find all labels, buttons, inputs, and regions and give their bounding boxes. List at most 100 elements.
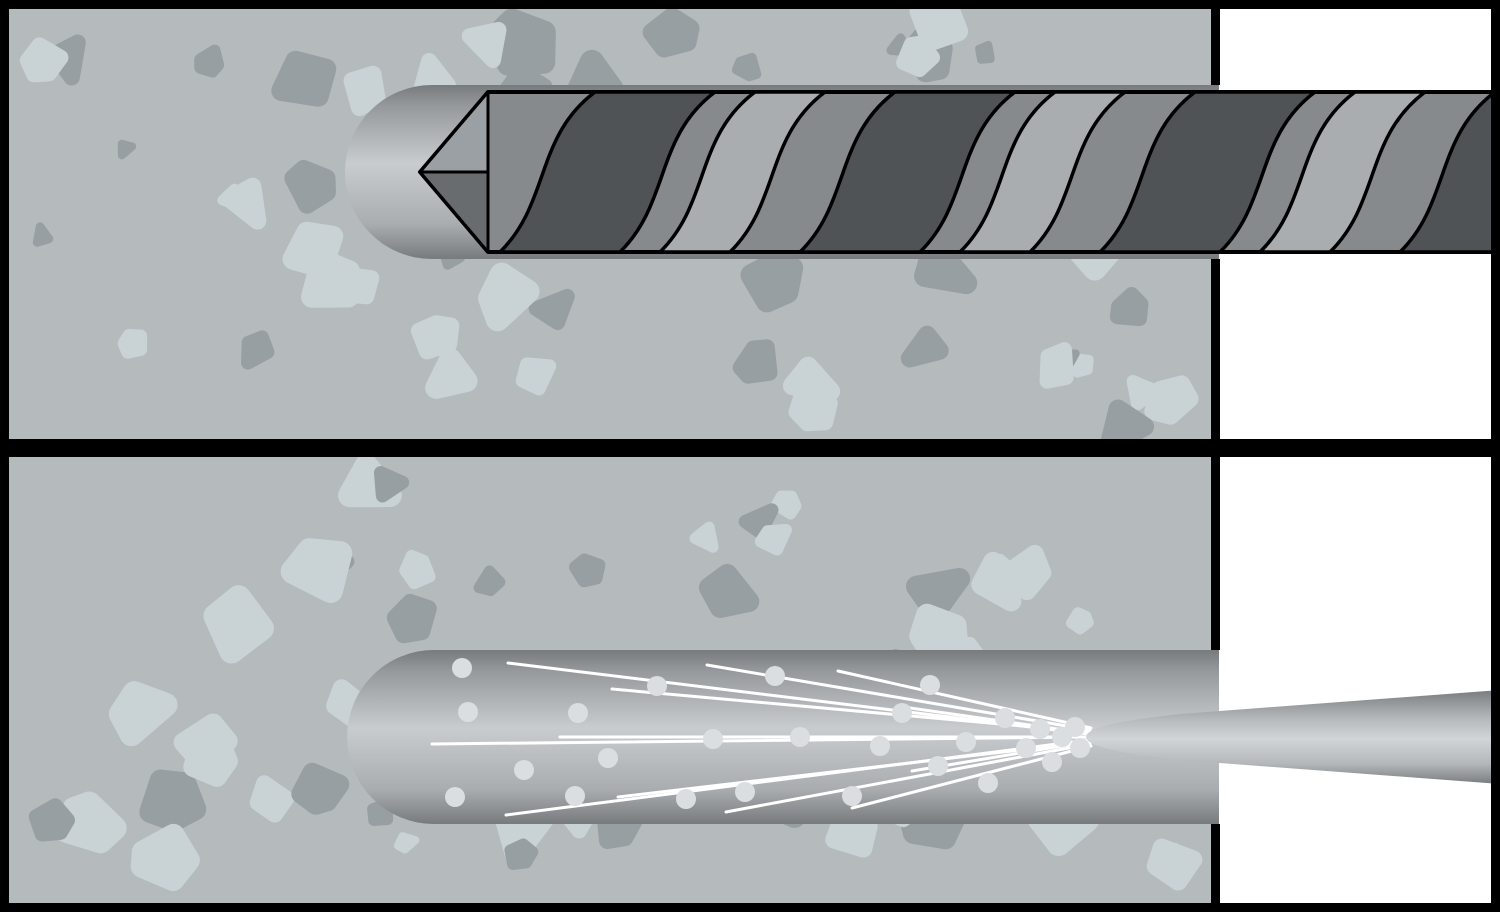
aggregate-speckle	[900, 325, 949, 368]
aggregate-speckle	[338, 266, 380, 305]
dust-particle	[703, 729, 723, 749]
dust-particle	[956, 732, 976, 752]
dust-particle	[445, 787, 465, 807]
concrete-edge-line	[1211, 9, 1220, 85]
panel-border	[0, 0, 1500, 448]
aggregate-speckle	[54, 791, 127, 854]
aggregate-speckle	[194, 44, 225, 78]
drill-flute	[1255, 92, 1431, 252]
dust-particle	[870, 736, 890, 756]
aggregate-speckle	[139, 769, 207, 832]
drill-tip-facet-lower	[418, 170, 490, 254]
aggregate-speckle	[905, 567, 971, 624]
aggregate-speckle	[1065, 607, 1094, 635]
aggregate-speckle	[410, 315, 460, 360]
drill-bit	[418, 90, 1500, 254]
dust-particle	[676, 789, 696, 809]
aggregate-speckle	[217, 183, 242, 211]
aggregate-speckle	[425, 348, 478, 399]
aggregate-speckle	[568, 553, 606, 588]
aggregate-speckle	[487, 9, 556, 76]
aggregate-speckle	[32, 222, 54, 247]
aggregate-speckle	[975, 40, 995, 64]
aggregate-speckle	[249, 775, 295, 823]
drill-bit-flutes	[495, 92, 1500, 252]
drill-flute	[1395, 92, 1500, 252]
dust-particle	[458, 702, 478, 722]
dust-particle	[1070, 738, 1090, 758]
drill-flute	[495, 92, 721, 252]
aggregate-speckle	[19, 37, 69, 83]
aggregate-speckle	[393, 832, 420, 854]
aggregate-speckle	[698, 563, 760, 618]
dust-particle	[790, 727, 810, 747]
aggregate-speckle	[732, 339, 778, 384]
panel-border	[0, 448, 1500, 912]
aggregate-speckle	[1146, 838, 1203, 891]
concrete-edge-line	[1211, 259, 1220, 440]
dust-particle	[452, 658, 472, 678]
aggregate-speckle	[386, 594, 437, 644]
aggregate-speckle	[740, 252, 804, 313]
dust-particle	[598, 748, 618, 768]
aggregate-speckle	[108, 681, 178, 747]
aggregate-speckle	[28, 798, 76, 842]
aggregate-speckle	[473, 565, 506, 597]
dust-particle	[1042, 752, 1062, 772]
aggregate-speckle	[515, 357, 557, 396]
aggregate-speckle	[399, 549, 436, 590]
air-spray-line	[616, 740, 1091, 799]
aggregate-speckle	[902, 39, 926, 62]
aggregate-speckle	[1144, 375, 1199, 425]
drill-flute	[655, 92, 831, 252]
aggregate-speckle	[343, 65, 386, 117]
drill-flute	[955, 92, 1131, 252]
drill-flute	[1095, 92, 1321, 252]
aggregate-speckle	[241, 330, 275, 370]
aggregate-speckle	[788, 388, 838, 432]
aggregate-speckle	[284, 159, 336, 214]
dust-particle	[920, 675, 940, 695]
concrete-edge-line	[1211, 824, 1220, 903]
aggregate-speckle	[271, 50, 337, 107]
aggregate-speckle	[1126, 374, 1162, 411]
aggregate-speckle	[909, 9, 969, 51]
dust-particle	[765, 666, 785, 686]
aggregate-speckle	[373, 466, 410, 503]
aggregate-speckle	[504, 838, 539, 871]
aggregate-speckle	[738, 503, 779, 540]
dust-particle	[735, 782, 755, 802]
aggregate-speckle	[291, 762, 350, 815]
dust-particle	[995, 708, 1015, 728]
aggregate-speckle	[221, 177, 267, 230]
dust-particle	[892, 703, 912, 723]
air-nozzle	[1086, 690, 1500, 784]
aggregate-speckle	[971, 551, 1022, 612]
aggregate-speckle	[782, 356, 841, 401]
dust-particle	[978, 773, 998, 793]
aggregate-speckle	[461, 21, 507, 69]
aggregate-speckle	[478, 262, 540, 332]
aggregate-speckle	[770, 490, 802, 520]
panel-drilling	[0, 0, 1500, 448]
dust-particle	[1016, 738, 1036, 758]
panel-cleaning	[0, 448, 1500, 912]
aggregate-speckle	[731, 52, 762, 82]
drill-flute	[795, 92, 1021, 252]
aggregate-speckle	[183, 724, 238, 787]
dust-particle	[928, 756, 948, 776]
dust-particle	[1030, 719, 1050, 739]
dust-particle	[565, 786, 585, 806]
aggregate-speckle	[203, 585, 274, 664]
aggregate-speckle	[280, 538, 353, 603]
aggregate-speckle	[1003, 544, 1052, 601]
aggregate-speckle	[130, 823, 200, 892]
concrete-edge-line	[1211, 457, 1220, 650]
aggregate-speckle	[754, 523, 792, 556]
dust-particle	[1065, 717, 1085, 737]
aggregate-speckle	[117, 328, 148, 359]
aggregate-speckle	[1100, 399, 1155, 439]
aggregate-speckle	[642, 9, 700, 58]
